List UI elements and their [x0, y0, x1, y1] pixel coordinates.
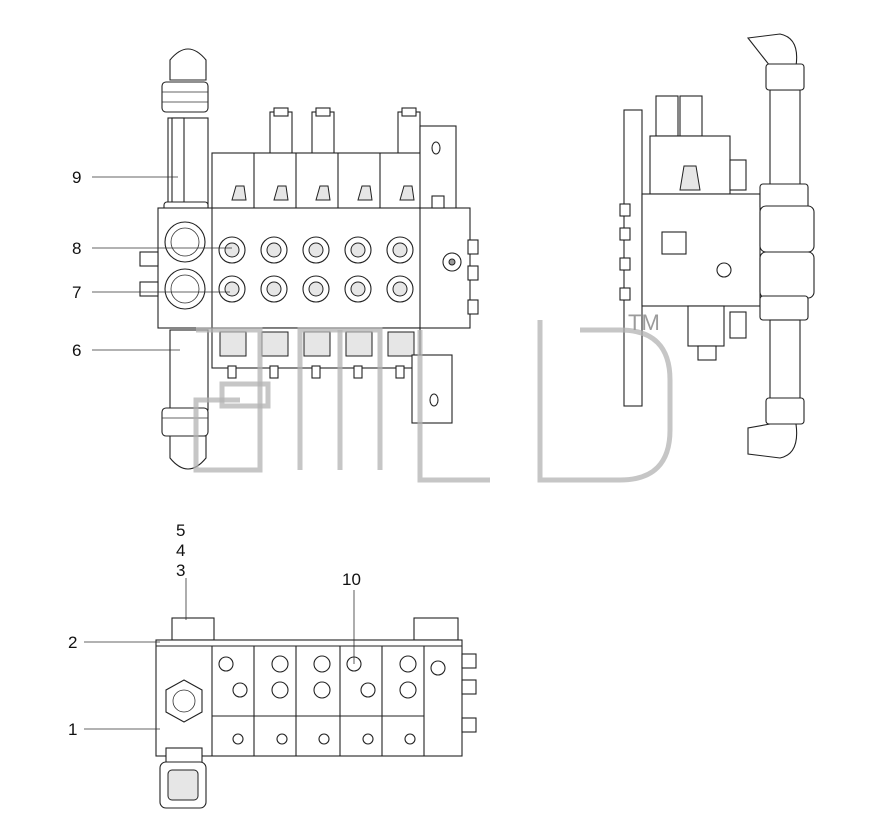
watermark-logo: TM — [193, 310, 673, 483]
port-row-upper — [218, 236, 414, 264]
callout-1: 1 — [68, 720, 77, 739]
valve-side-view — [619, 33, 815, 459]
leader-lines — [84, 176, 355, 730]
callout-3: 3 — [176, 561, 185, 580]
callout-5: 5 — [176, 521, 185, 540]
callout-7: 7 — [72, 283, 81, 302]
callout-4: 4 — [176, 541, 185, 560]
trademark-symbol: TM — [628, 310, 660, 335]
callout-6: 6 — [72, 341, 81, 360]
callout-10: 10 — [342, 570, 361, 589]
callout-8: 8 — [72, 239, 81, 258]
port-row-lower — [218, 275, 414, 303]
valve-top-view — [155, 617, 477, 809]
valve-front-view — [139, 48, 479, 470]
callout-9: 9 — [72, 168, 81, 187]
callout-2: 2 — [68, 633, 77, 652]
callouts: 9 8 7 6 5 4 3 2 1 10 — [68, 168, 361, 739]
